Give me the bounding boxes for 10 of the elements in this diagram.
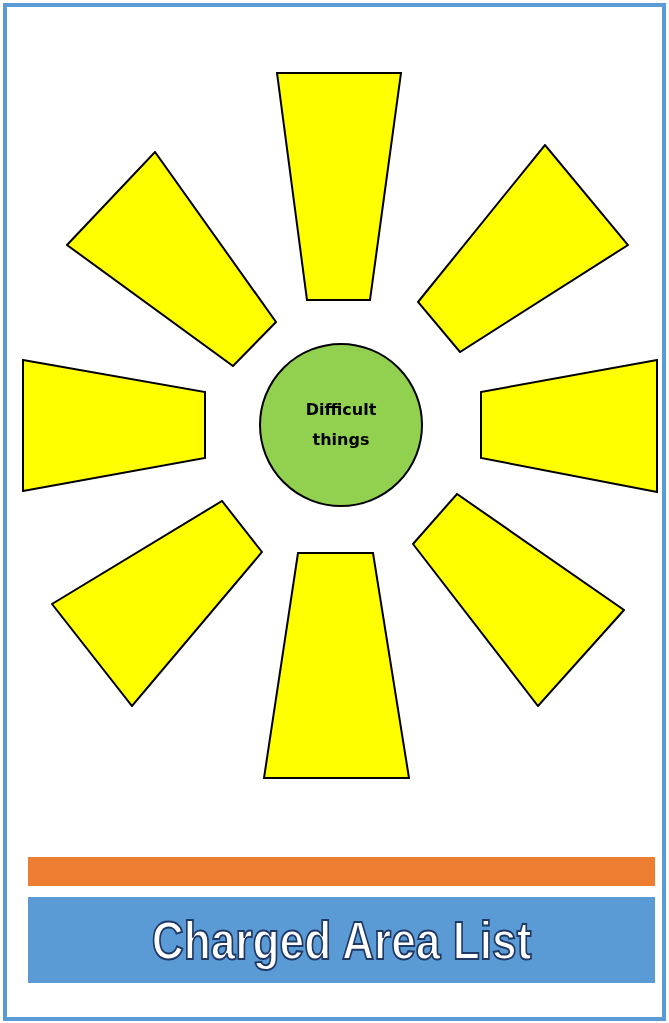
ray-shape — [417, 144, 629, 353]
ray-shape — [412, 493, 625, 707]
ray-shape — [22, 359, 206, 492]
title-text: Charged Area List — [151, 909, 532, 971]
ray-shape — [263, 552, 410, 779]
circle-label: Difficult things — [304, 399, 378, 451]
ray-shape — [276, 72, 402, 301]
ray-shape — [480, 359, 658, 493]
ray-shape — [66, 151, 277, 367]
ray-shape — [51, 500, 263, 707]
